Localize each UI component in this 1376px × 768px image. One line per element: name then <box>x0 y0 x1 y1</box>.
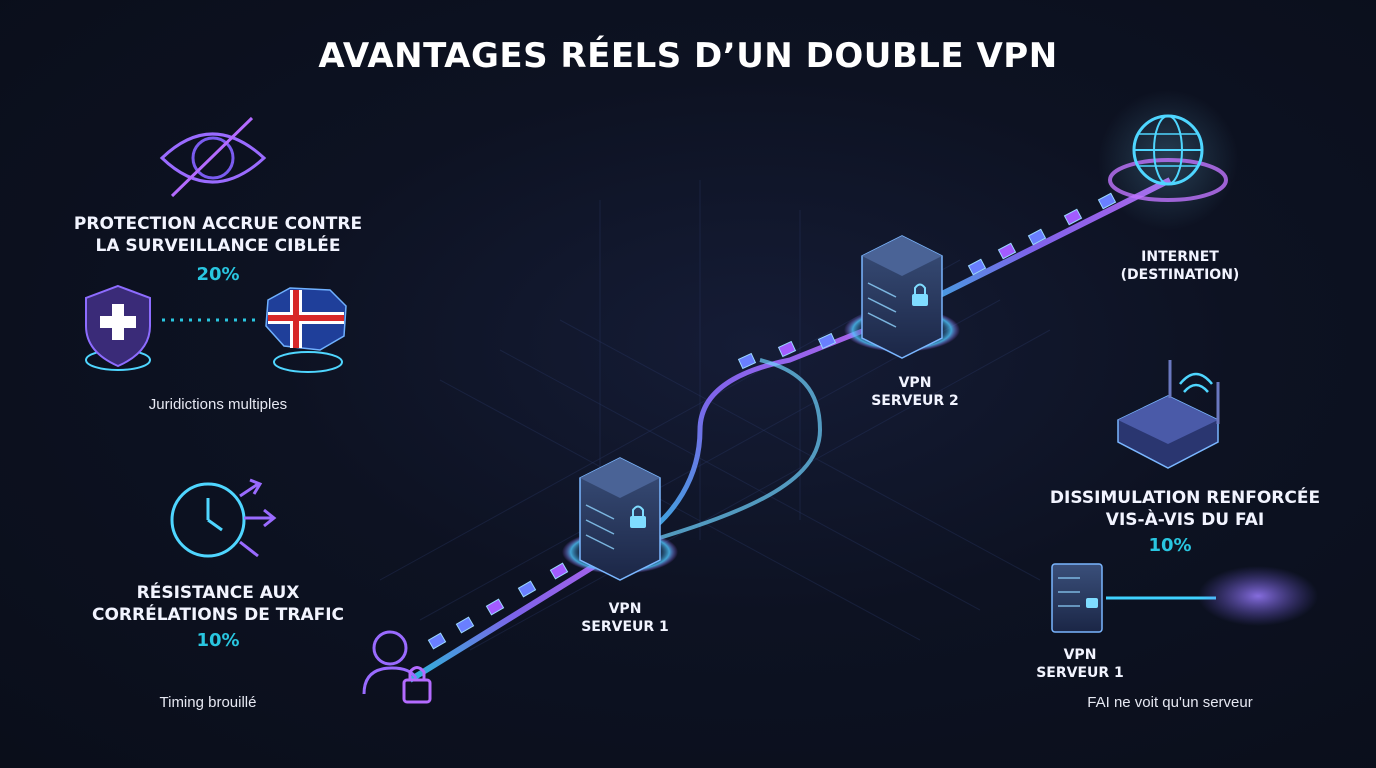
correlation-heading-line1: RÉSISTANCE AUX <box>136 583 300 603</box>
grid-floor <box>379 180 1051 651</box>
server2-label: VPN SERVEUR 2 <box>850 374 980 410</box>
isp-caption: FAI ne voit qu'un serveur <box>1087 694 1253 711</box>
isp-server-label-line1: VPN <box>1063 647 1097 663</box>
isp-server-label-line2: SERVEUR 1 <box>1036 665 1124 681</box>
correlation-caption: Timing brouillé <box>159 694 257 711</box>
wifi-router-icon <box>1117 360 1220 469</box>
clock-arrows-icon <box>170 478 277 558</box>
server1-label: VPN SERVEUR 1 <box>560 600 690 636</box>
correlation-heading: RÉSISTANCE AUX CORRÉLATIONS DE TRAFIC <box>40 582 396 626</box>
surveillance-heading: PROTECTION ACCRUE CONTRE LA SURVEILLANCE… <box>40 213 396 257</box>
surveillance-percent: 20% <box>196 264 240 285</box>
surveillance-heading-line1: PROTECTION ACCRUE CONTRE <box>73 214 363 234</box>
eye-slash-icon <box>159 116 267 198</box>
isp-heading-line1: DISSIMULATION RENFORCÉE <box>1049 488 1321 508</box>
correlation-heading-line2: CORRÉLATIONS DE TRAFIC <box>91 605 345 625</box>
server1-label-line2: SERVEUR 1 <box>581 619 669 635</box>
server2-label-line1: VPN <box>898 375 932 391</box>
vpn-server-2-graphic <box>844 235 960 359</box>
packets <box>427 192 1117 650</box>
surveillance-caption: Juridictions multiples <box>148 396 288 413</box>
isp-server-label: VPN SERVEUR 1 <box>1020 646 1140 682</box>
internet-label: INTERNET (DESTINATION) <box>1100 248 1260 284</box>
correlation-percent: 10% <box>196 630 240 651</box>
user-lock-icon <box>362 630 432 704</box>
isp-percent: 10% <box>1148 535 1192 556</box>
server1-label-line1: VPN <box>608 601 642 617</box>
isp-heading: DISSIMULATION RENFORCÉE VIS-À-VIS DU FAI <box>1000 487 1370 531</box>
vpn-server-1-graphic <box>562 457 678 581</box>
server2-label-line2: SERVEUR 2 <box>871 393 959 409</box>
iceland-flag-icon <box>265 287 347 373</box>
isp-heading-line2: VIS-À-VIS DU FAI <box>1105 510 1265 530</box>
isp-server-graphic <box>1051 563 1318 633</box>
globe-icon <box>1098 90 1238 230</box>
page-title: AVANTAGES RÉELS D’UN DOUBLE VPN <box>318 36 1058 76</box>
surveillance-heading-line2: LA SURVEILLANCE CIBLÉE <box>95 236 341 256</box>
internet-label-line2: (DESTINATION) <box>1120 267 1240 283</box>
internet-label-line1: INTERNET <box>1141 249 1219 265</box>
shield-cross-icon <box>85 284 151 371</box>
